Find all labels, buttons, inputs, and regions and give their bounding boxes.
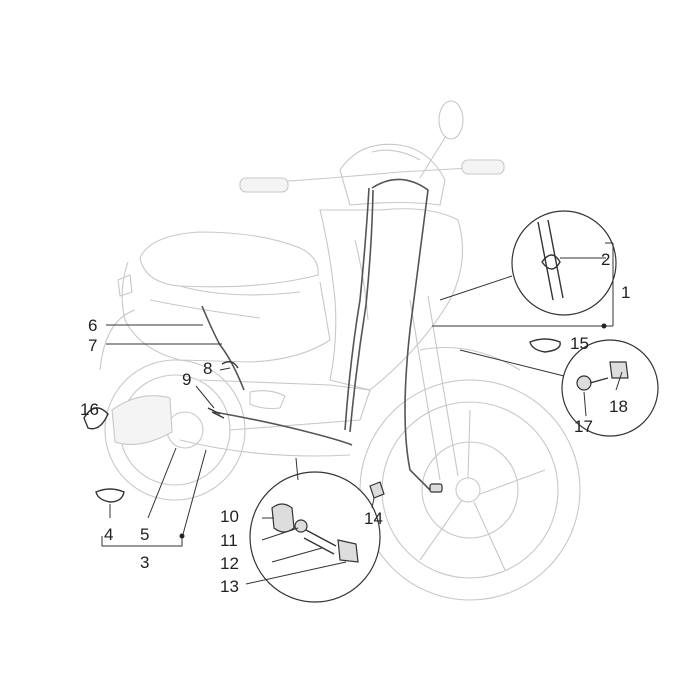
leader-13 xyxy=(245,561,347,585)
mirror-stem xyxy=(419,135,447,179)
detail-bottom-leader xyxy=(295,457,299,481)
leader-17 xyxy=(583,391,587,417)
rear-body xyxy=(121,261,331,363)
callout-10: 10 xyxy=(220,507,239,526)
callout-6: 6 xyxy=(88,316,97,335)
callout-18: 18 xyxy=(609,397,628,416)
seat-lower xyxy=(179,285,301,296)
callout-1: 1 xyxy=(621,283,630,302)
front-hub xyxy=(455,477,481,503)
mirror-head xyxy=(438,100,464,140)
front-fork-right xyxy=(427,295,459,477)
front-spokes xyxy=(419,409,546,571)
dot-1 xyxy=(601,323,607,329)
callout-numbers: 1 2 3 4 5 6 7 8 9 10 11 12 13 14 15 16 1… xyxy=(80,250,630,596)
callout-7: 7 xyxy=(88,336,97,355)
callout-4: 4 xyxy=(104,525,113,544)
clamp-16 xyxy=(83,407,109,430)
callout-11: 11 xyxy=(220,531,238,550)
bracket-part xyxy=(609,361,629,379)
rear-mudguard xyxy=(99,309,136,371)
cable-rear-upper xyxy=(201,305,245,391)
adjuster-nut xyxy=(337,539,359,563)
leader-8 xyxy=(219,367,231,371)
leg-shield xyxy=(319,208,464,391)
leader-5b xyxy=(181,449,207,539)
floor-lower xyxy=(179,439,351,457)
detail-circle-bottom xyxy=(249,457,381,603)
front-cowl xyxy=(339,143,446,206)
windshield-line xyxy=(371,149,421,161)
scooter-outline xyxy=(99,100,581,601)
left-grip xyxy=(239,177,289,193)
exhaust xyxy=(111,395,173,445)
cables xyxy=(201,178,443,493)
handlebar xyxy=(247,167,471,185)
loose-parts xyxy=(83,338,561,503)
detail-circle-top xyxy=(439,210,617,316)
floorboard xyxy=(199,379,371,431)
fitting-9 xyxy=(207,407,225,419)
leg-shield-crease xyxy=(354,239,369,321)
leader-12 xyxy=(271,547,323,563)
washer-part xyxy=(294,519,308,533)
cable-main-left xyxy=(344,187,370,431)
taillight xyxy=(117,274,133,297)
right-grip xyxy=(461,159,505,175)
cable-clip-part xyxy=(541,254,561,270)
callout-15: 15 xyxy=(570,334,589,353)
screw-head xyxy=(576,375,592,391)
callout-16: 16 xyxy=(80,400,99,419)
callout-5: 5 xyxy=(140,525,149,544)
cable-rear-lower xyxy=(213,411,353,446)
leader-11 xyxy=(261,527,299,541)
rear-body-line xyxy=(149,299,261,319)
leader-5 xyxy=(147,447,177,519)
callout-13: 13 xyxy=(220,577,239,596)
leader-18 xyxy=(615,371,623,391)
clamp-15 xyxy=(529,338,561,353)
side-vent xyxy=(249,390,286,410)
clip-14 xyxy=(369,481,385,499)
callout-3: 3 xyxy=(140,553,149,572)
cable-section xyxy=(537,219,564,301)
screw-shaft xyxy=(589,377,609,384)
grommet-part xyxy=(271,503,295,533)
clamp-4 xyxy=(95,488,125,503)
adjuster-shaft xyxy=(303,529,337,555)
callout-8: 8 xyxy=(203,359,212,378)
callout-14: 14 xyxy=(364,509,383,528)
seat xyxy=(139,231,319,288)
leader-lines xyxy=(101,242,623,585)
rear-wheel xyxy=(104,359,246,501)
front-mudguard xyxy=(419,346,521,371)
detail-circle-right xyxy=(459,339,659,437)
callout-2: 2 xyxy=(601,250,610,269)
callout-17: 17 xyxy=(574,417,593,436)
brake-disc xyxy=(421,441,519,539)
leader-14 xyxy=(371,497,375,509)
detail-right-leader xyxy=(459,349,565,377)
leader-9 xyxy=(195,385,215,409)
clip-8 xyxy=(221,361,239,369)
callout-12: 12 xyxy=(220,554,239,573)
bracket-3 xyxy=(101,536,183,547)
detail-top-leader xyxy=(439,275,513,301)
cable-main-right xyxy=(349,189,374,433)
dot-3 xyxy=(179,533,185,539)
brake-cable-front xyxy=(371,178,431,491)
callout-9: 9 xyxy=(182,370,191,389)
cable-end-front xyxy=(429,483,443,493)
